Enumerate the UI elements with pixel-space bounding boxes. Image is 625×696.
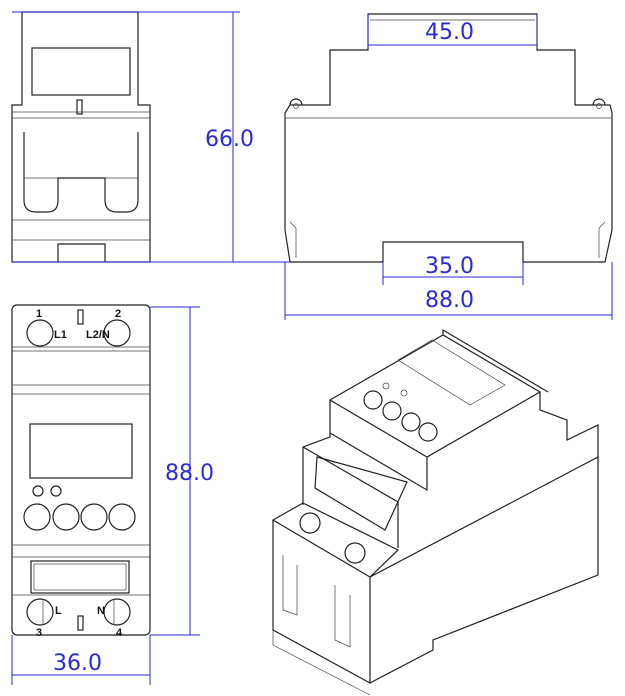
terminal-1-number: 1 [36, 308, 42, 320]
terminal-4-number: 4 [116, 627, 123, 639]
dim-side-height: 66.0 [205, 127, 254, 152]
dim-front-height: 88.0 [165, 461, 214, 486]
isometric-view [271, 328, 599, 696]
terminal-2-number: 2 [115, 308, 121, 320]
dim-front-width: 36.0 [53, 651, 102, 676]
dim-top-width: 45.0 [425, 20, 474, 45]
button [108, 503, 136, 531]
display-window [29, 423, 133, 479]
side-view [284, 13, 613, 263]
dim-rail-width: 35.0 [425, 254, 474, 279]
top-view [11, 11, 151, 263]
dimensions: 45.0 66.0 35.0 88.0 88.0 36.0 [11, 11, 613, 685]
terminal-3-number: 3 [36, 627, 42, 639]
terminal-3-label: L [55, 605, 62, 617]
dim-side-depth: 88.0 [425, 288, 474, 313]
terminal-1-label: L1 [54, 329, 67, 341]
button [23, 503, 51, 531]
button [80, 503, 108, 531]
front-view: 1 L1 2 L2/N L 3 N 4 [11, 304, 151, 639]
terminal-4-label: N [97, 605, 105, 617]
terminal-2-label: L2/N [86, 329, 110, 341]
button [52, 503, 80, 531]
